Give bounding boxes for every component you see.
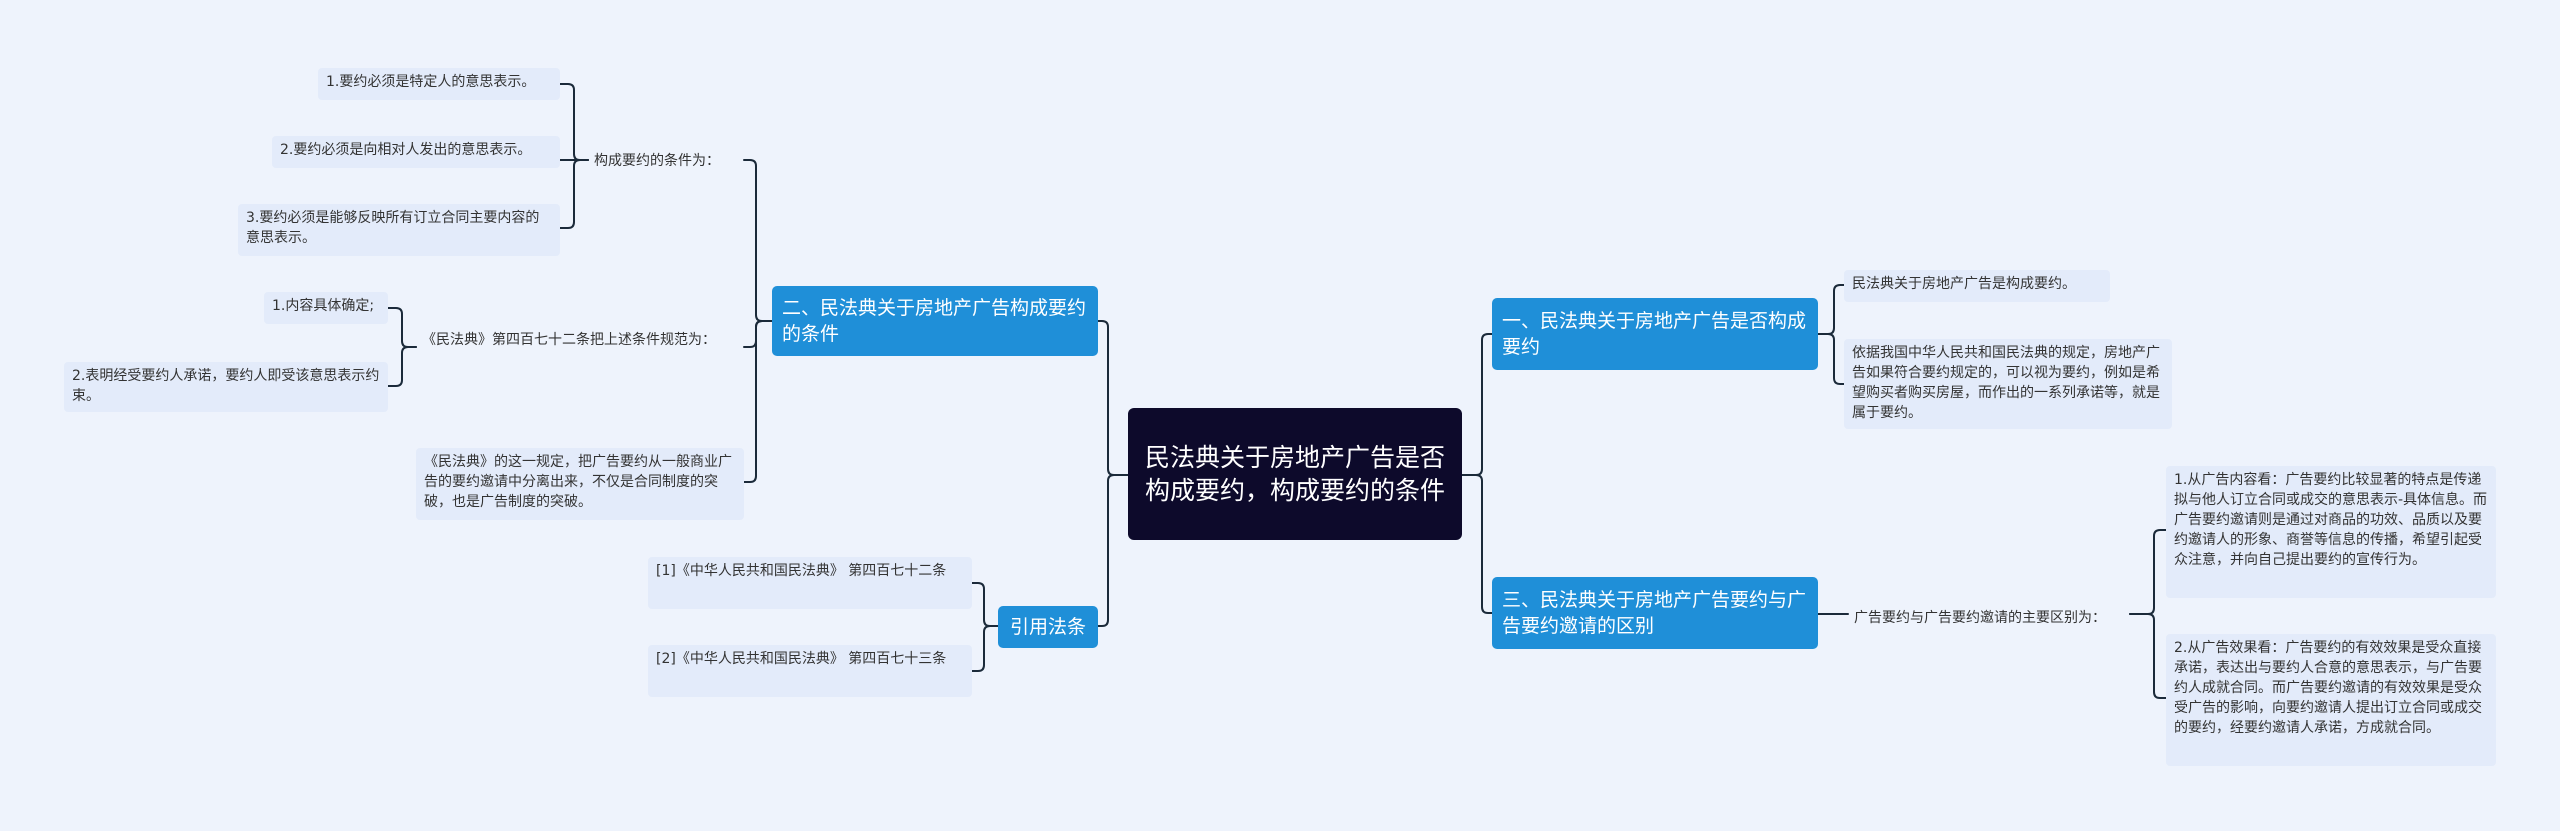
b3-leaf-2-text: 2.从广告效果看：广告要约的有效效果是受众直接承诺，表达出与要约人合意的意思表示… — [2174, 640, 2482, 736]
code-item-1[interactable]: 1.内容具体确定; — [264, 292, 388, 324]
b3-label-text: 广告要约与广告要约邀请的主要区别为： — [1854, 610, 2106, 626]
cond-item-3[interactable]: 3.要约必须是能够反映所有订立合同主要内容的意思表示。 — [238, 204, 560, 256]
branch-b1-title: 一、民法典关于房地产广告是否构成要约 — [1502, 310, 1807, 358]
cond-item-2-text: 2.要约必须是向相对人发出的意思表示。 — [280, 142, 532, 158]
link-root-to-b1 — [1461, 333, 1493, 476]
cond-item-2[interactable]: 2.要约必须是向相对人发出的意思表示。 — [272, 136, 560, 168]
branch-b2-title: 二、民法典关于房地产广告构成要约的条件 — [782, 297, 1087, 345]
code-item-2[interactable]: 2.表明经受要约人承诺，要约人即受该意思表示约束。 — [64, 362, 388, 412]
b3-leaf-1[interactable]: 1.从广告内容看：广告要约比较显著的特点是传递拟与他人订立合同或成交的意思表示-… — [2166, 466, 2496, 598]
root-topic[interactable]: 民法典关于房地产广告是否构成要约，构成要约的条件 — [1128, 408, 1462, 540]
b3-label[interactable]: 广告要约与广告要约邀请的主要区别为： — [1848, 604, 2130, 632]
link-cond-item3 — [559, 159, 589, 229]
b2-cond-label-text: 构成要约的条件为： — [594, 153, 720, 169]
cond-item-1[interactable]: 1.要约必须是特定人的意思表示。 — [318, 68, 560, 100]
cond-item-3-text: 3.要约必须是能够反映所有订立合同主要内容的意思表示。 — [246, 210, 540, 246]
branch-b1[interactable]: 一、民法典关于房地产广告是否构成要约 — [1492, 298, 1818, 370]
b1-leaf-1[interactable]: 民法典关于房地产广告是构成要约。 — [1844, 270, 2110, 302]
b1-leaf-2[interactable]: 依据我国中华人民共和国民法典的规定，房地产广告如果符合要约规定的，可以视为要约，… — [1844, 339, 2172, 429]
link-refs-item1 — [971, 582, 999, 627]
b2-code-label-text: 《民法典》第四百七十二条把上述条件规范为： — [422, 332, 716, 348]
link-b2-note — [743, 320, 773, 483]
refs-item-2[interactable]: [2]《中华人民共和国民法典》 第四百七十三条 — [648, 645, 972, 697]
branch-refs-title: 引用法条 — [1009, 616, 1086, 638]
refs-item-1[interactable]: [1]《中华人民共和国民法典》 第四百七十二条 — [648, 557, 972, 609]
link-code-item1 — [387, 307, 417, 348]
link-cond-item1 — [559, 83, 589, 161]
b1-leaf-1-text: 民法典关于房地产广告是构成要约。 — [1852, 276, 2076, 292]
b2-cond-label[interactable]: 构成要约的条件为： — [588, 147, 744, 175]
b3-leaf-2[interactable]: 2.从广告效果看：广告要约的有效效果是受众直接承诺，表达出与要约人合意的意思表示… — [2166, 634, 2496, 766]
b3-leaf-1-text: 1.从广告内容看：广告要约比较显著的特点是传递拟与他人订立合同或成交的意思表示-… — [2174, 472, 2488, 568]
code-item-2-text: 2.表明经受要约人承诺，要约人即受该意思表示约束。 — [72, 368, 380, 404]
branch-b3-title: 三、民法典关于房地产广告要约与广告要约邀请的区别 — [1502, 589, 1807, 637]
link-refs-item2 — [971, 625, 999, 672]
b2-note-text: 《民法典》的这一规定，把广告要约从一般商业广告的要约邀请中分离出来，不仅是合同制… — [424, 454, 732, 510]
link-b3-leaf1 — [2129, 529, 2167, 615]
link-b1-leaf2 — [1817, 333, 1845, 385]
link-code-item2 — [387, 346, 417, 387]
b1-leaf-2-text: 依据我国中华人民共和国民法典的规定，房地产广告如果符合要约规定的，可以视为要约，… — [1852, 345, 2160, 421]
refs-item-2-text: [2]《中华人民共和国民法典》 第四百七十三条 — [656, 651, 947, 667]
link-root-to-b2 — [1097, 320, 1129, 476]
b2-note[interactable]: 《民法典》的这一规定，把广告要约从一般商业广告的要约邀请中分离出来，不仅是合同制… — [416, 448, 744, 520]
link-b3-leaf2 — [2129, 613, 2167, 699]
code-item-1-text: 1.内容具体确定; — [272, 298, 375, 314]
link-b2-code — [743, 320, 773, 348]
link-root-to-b3 — [1461, 474, 1493, 614]
link-b2-cond — [743, 159, 773, 322]
cond-item-1-text: 1.要约必须是特定人的意思表示。 — [326, 74, 536, 90]
refs-item-1-text: [1]《中华人民共和国民法典》 第四百七十二条 — [656, 563, 947, 579]
branch-refs[interactable]: 引用法条 — [998, 606, 1098, 648]
root-topic-text: 民法典关于房地产广告是否构成要约，构成要约的条件 — [1144, 443, 1445, 505]
branch-b3[interactable]: 三、民法典关于房地产广告要约与广告要约邀请的区别 — [1492, 577, 1818, 649]
b2-code-label[interactable]: 《民法典》第四百七十二条把上述条件规范为： — [416, 326, 744, 372]
link-b1-leaf1 — [1817, 284, 1845, 335]
link-root-to-refs — [1097, 474, 1129, 627]
branch-b2[interactable]: 二、民法典关于房地产广告构成要约的条件 — [772, 286, 1098, 356]
